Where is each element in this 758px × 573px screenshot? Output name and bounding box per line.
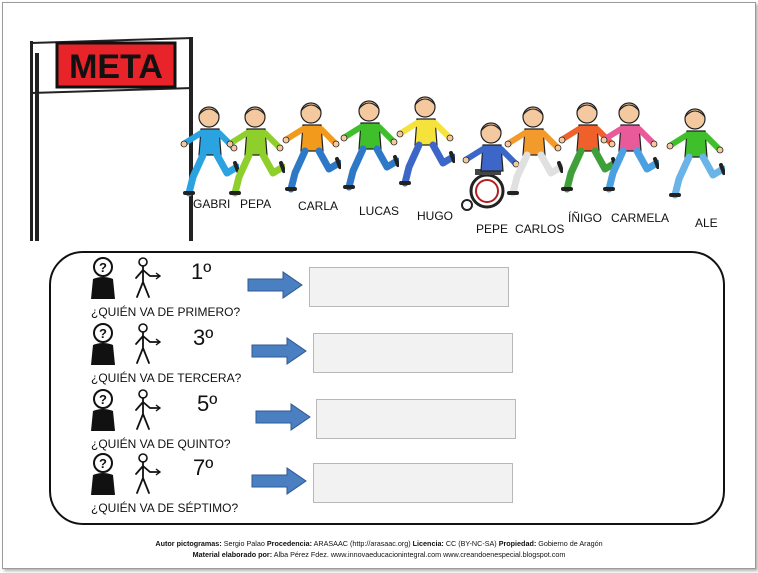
who-icon: ?: [91, 389, 115, 431]
right-arrow-icon: [247, 271, 303, 299]
runner-name: HUGO: [417, 209, 453, 223]
question-panel: [49, 251, 725, 525]
credits-text: ARASAAC (http://arasaac.org): [312, 539, 413, 548]
svg-text:?: ?: [99, 326, 107, 341]
credits-text: Sergio Palao: [221, 539, 267, 548]
credits-text: Gobierno de Aragón: [536, 539, 603, 548]
credits-text: CC (BY-NC-SA): [443, 539, 499, 548]
runner-carmela: [600, 102, 659, 193]
answer-box[interactable]: [313, 333, 513, 373]
runner-pepa: [226, 106, 285, 197]
answer-box[interactable]: [316, 399, 516, 439]
credits-text: Procedencia:: [266, 539, 312, 548]
right-arrow-icon: [251, 467, 307, 495]
who-icon: ?: [91, 257, 115, 299]
right-arrow-icon: [255, 403, 311, 431]
credits-line-2: Material elaborado por: Alba Pérez Fdez.…: [3, 550, 755, 559]
question-text: ¿QUIÉN VA DE PRIMERO?: [91, 305, 241, 319]
svg-text:?: ?: [99, 392, 107, 407]
who-icon: ?: [91, 323, 115, 365]
runner-pepe: [461, 122, 520, 211]
credits-text: Licencia:: [412, 539, 444, 548]
runner-name: LUCAS: [359, 204, 400, 218]
ordinal-label: 1º: [191, 259, 212, 284]
ordinal-label: 3º: [193, 325, 214, 350]
runner-ale: [666, 108, 725, 199]
ordinal-label: 7º: [193, 455, 214, 480]
runner-name: ÍÑIGO: [568, 211, 603, 225]
runner-name: CARLA: [298, 199, 339, 213]
runner-gabri: [180, 106, 239, 197]
credits-text: Alba Pérez Fdez. www.innovaeducacioninte…: [272, 550, 566, 559]
runner-name: ALE: [695, 216, 718, 230]
runner-carla: [282, 102, 341, 193]
walking-person-icon: [135, 323, 161, 364]
credits-text: Autor pictogramas:: [155, 539, 222, 548]
finish-gate: META: [30, 37, 194, 241]
runner-name: CARLOS: [515, 222, 565, 236]
credits-text: Propiedad:: [498, 539, 537, 548]
question-text: ¿QUIÉN VA DE SÉPTIMO?: [91, 501, 239, 515]
right-arrow-icon: [251, 337, 307, 365]
question-text: ¿QUIÉN VA DE TERCERA?: [91, 371, 242, 385]
runner-carlos: [504, 106, 563, 197]
credits-line-1: Autor pictogramas: Sergio Palao Proceden…: [3, 539, 755, 548]
walking-person-icon: [135, 389, 161, 430]
goal-label: META: [69, 48, 163, 86]
runner-name: GABRI: [193, 197, 231, 211]
goal-banner: [55, 41, 177, 89]
question-text: ¿QUIÉN VA DE QUINTO?: [91, 437, 231, 451]
runner-lucas: [340, 100, 399, 191]
walking-person-icon: [135, 453, 161, 494]
runner-name: PEPE: [476, 222, 509, 236]
svg-text:?: ?: [99, 260, 107, 275]
ordinal-label: 5º: [197, 391, 218, 416]
runner-hugo: [396, 96, 455, 187]
runner-name: CARMELA: [611, 211, 670, 225]
runner-name: PEPA: [240, 197, 272, 211]
answer-box[interactable]: [309, 267, 509, 307]
who-icon: ?: [91, 453, 115, 495]
answer-box[interactable]: [313, 463, 513, 503]
svg-text:?: ?: [99, 456, 107, 471]
walking-person-icon: [135, 257, 161, 298]
credits-text: Material elaborado por:: [192, 550, 273, 559]
